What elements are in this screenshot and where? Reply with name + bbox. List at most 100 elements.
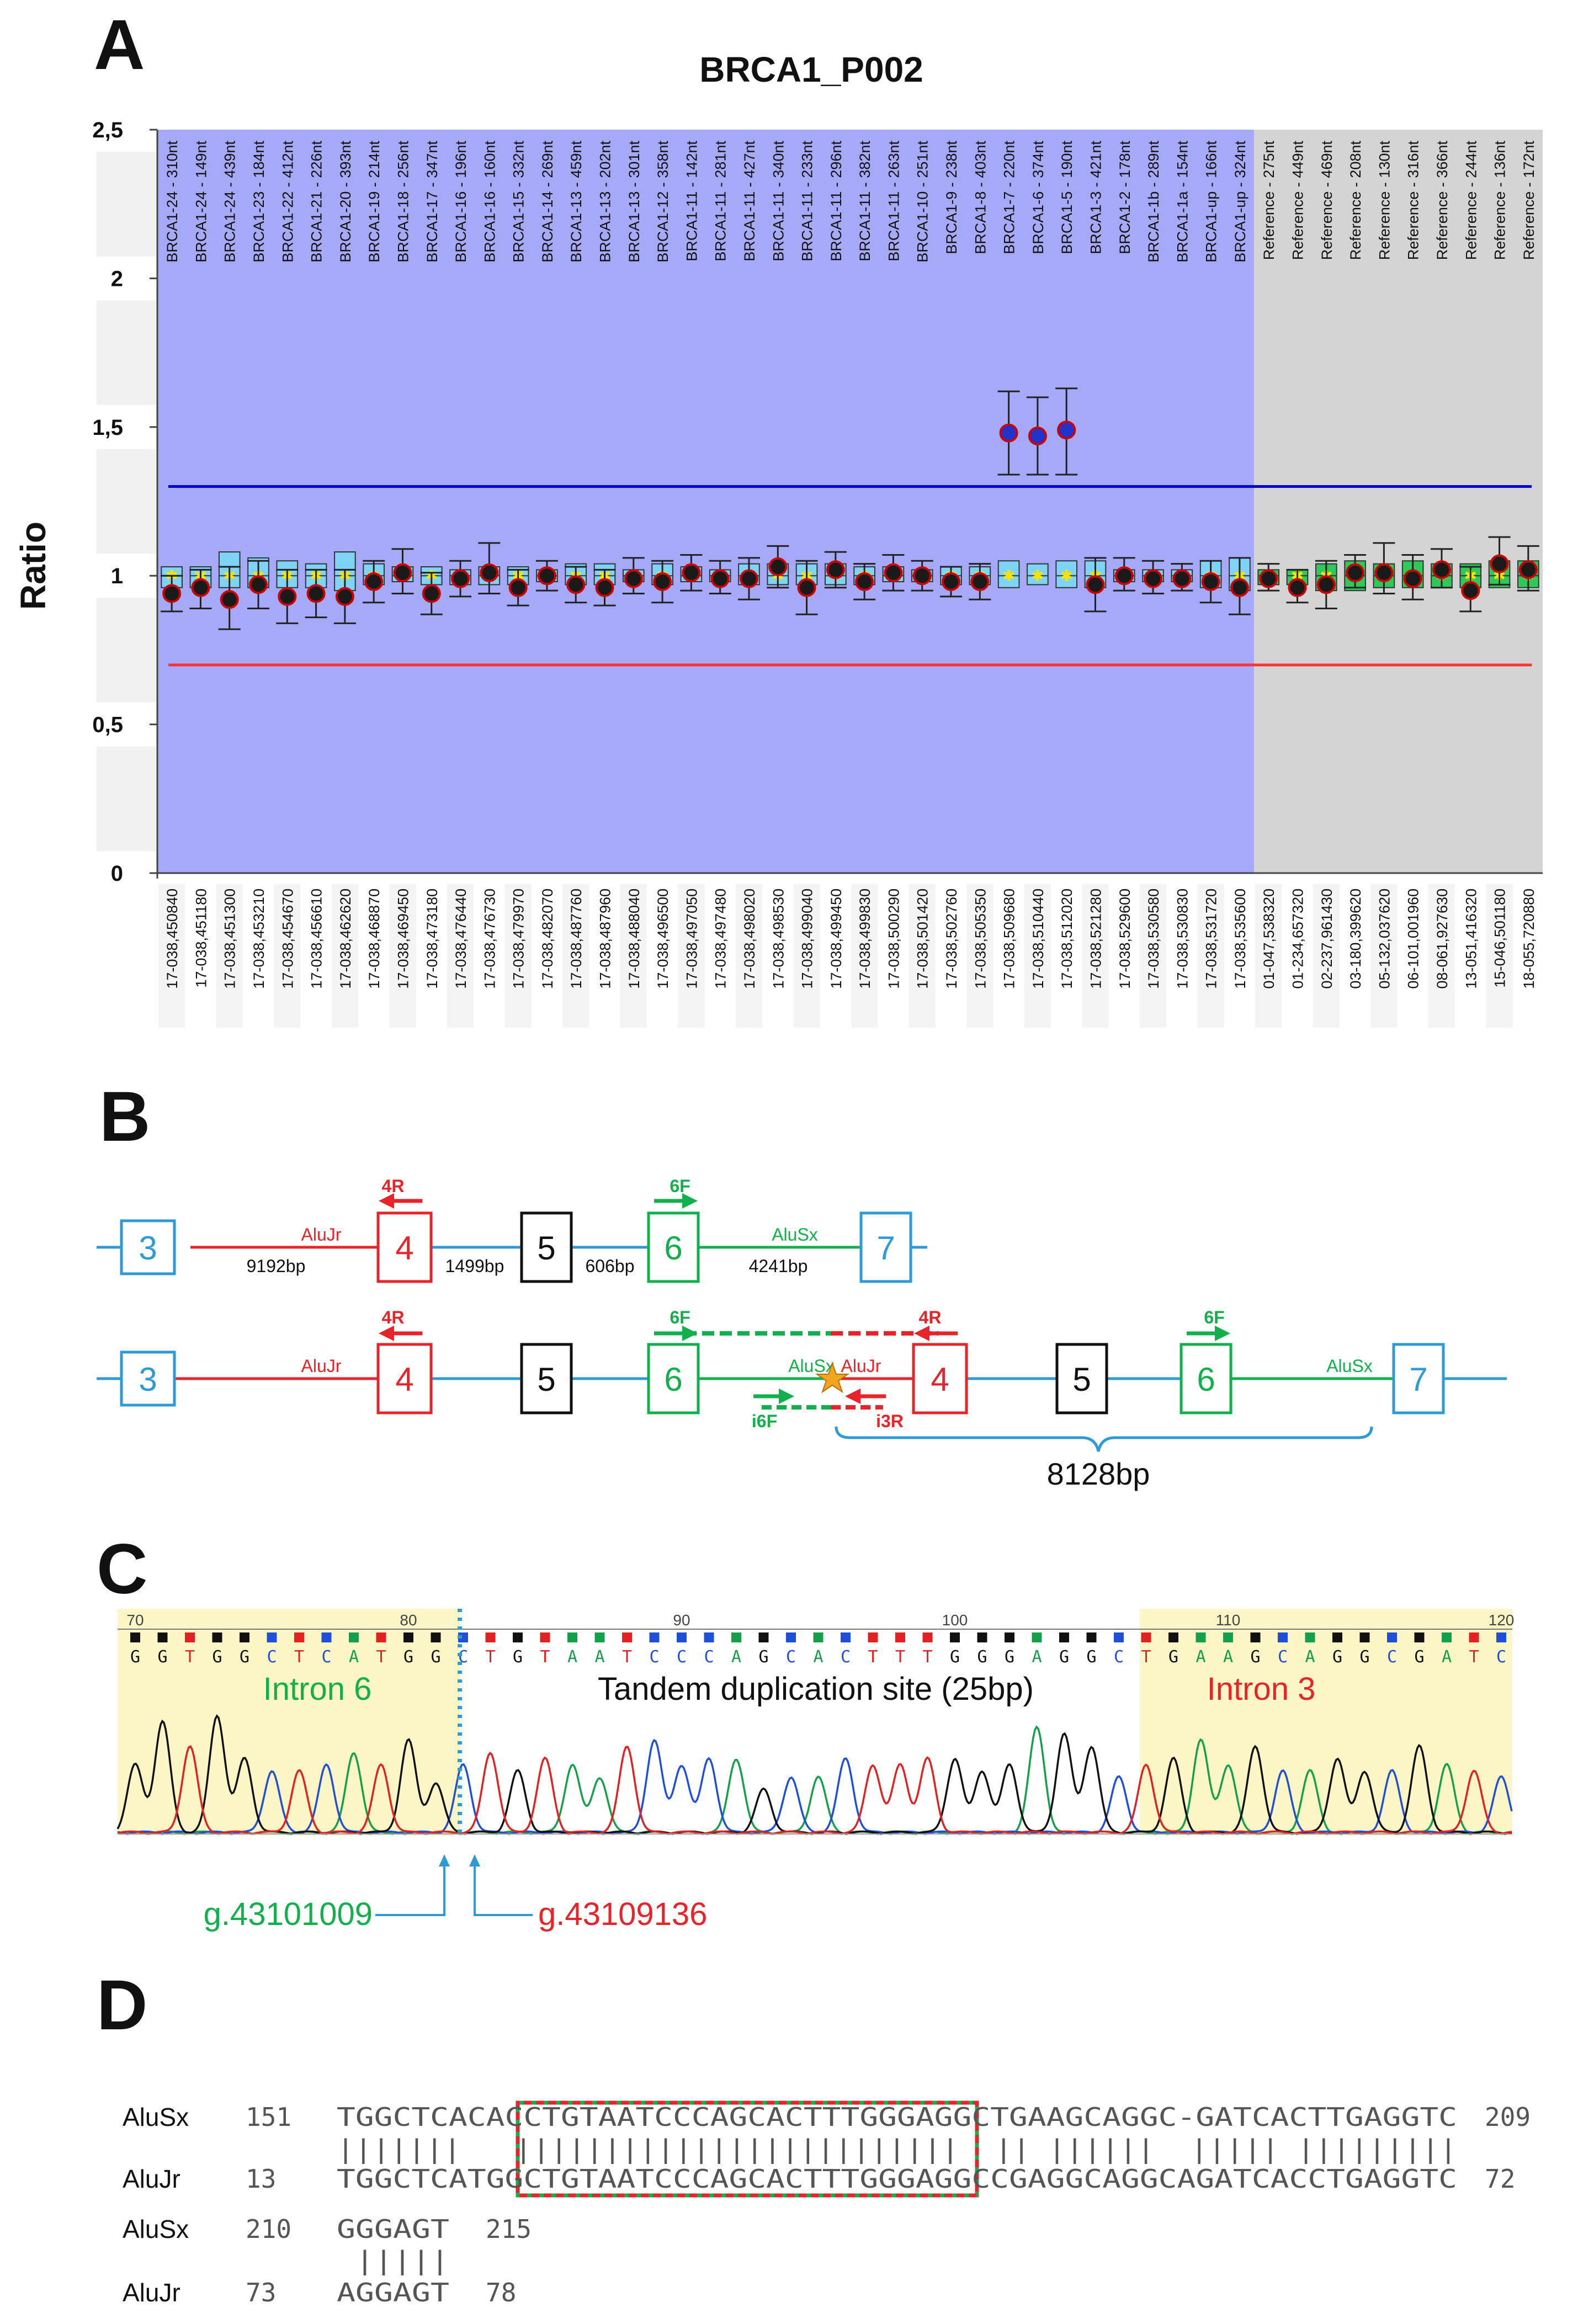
probe-label: BRCA1-11 - 281nt — [713, 141, 729, 262]
position-tick: 70 — [126, 1612, 144, 1629]
position-label: 17-038,451300 — [222, 889, 238, 989]
box-star-icon: ✱ — [1032, 567, 1044, 584]
data-point — [537, 566, 556, 586]
probe-label: Reference - 449nt — [1290, 141, 1306, 260]
position-label: 17-038,502760 — [943, 889, 960, 989]
base-call: T — [1141, 1647, 1151, 1667]
position-cell — [1515, 884, 1542, 1028]
span-label: 8128bp — [1047, 1456, 1150, 1491]
base-call: G — [1005, 1647, 1014, 1667]
data-point — [739, 569, 758, 588]
base-call: T — [540, 1647, 550, 1667]
data-point — [191, 578, 210, 597]
seq-end: 78 — [486, 2278, 516, 2307]
data-point — [653, 572, 672, 591]
position-cell — [504, 884, 532, 1028]
exon-7-box — [859, 1211, 912, 1283]
base-call: A — [1032, 1647, 1042, 1667]
exon-5-label: 5 — [537, 1361, 555, 1398]
data-point — [999, 423, 1018, 443]
position-label: 17-038,509680 — [1001, 889, 1018, 989]
ytick-band — [97, 300, 156, 405]
position-label: 17-038,505350 — [972, 889, 989, 989]
position-label: 17-038,496500 — [655, 889, 671, 989]
seq-end: 72 — [1485, 2164, 1515, 2194]
probe-label: BRCA1-10 - 251nt — [915, 141, 931, 263]
probe-label: BRCA1-11 - 340nt — [770, 141, 787, 262]
base-marker — [1442, 1632, 1452, 1642]
probe-label: BRCA1-6 - 374nt — [1030, 141, 1046, 254]
left-breakpoint-coord: g.43101009 — [204, 1896, 373, 1932]
position-cell — [1341, 884, 1369, 1028]
exon-7-label: 7 — [1409, 1361, 1427, 1398]
data-point — [1288, 578, 1307, 597]
position-cell — [562, 884, 589, 1028]
position-label: 15-046,501180 — [1492, 889, 1508, 988]
seq-name-alusx: AluSx — [123, 2215, 189, 2243]
distance-label: 9192bp — [247, 1256, 306, 1276]
seq-text-alusx: GGGAGT — [337, 2214, 449, 2244]
position-label: 08-061,927630 — [1434, 889, 1451, 989]
exon-6-box — [647, 1211, 700, 1283]
left-coord-pointer — [375, 1859, 445, 1916]
probe-label: BRCA1-16 - 160nt — [481, 141, 498, 263]
primer-i3r-label: i3R — [876, 1411, 904, 1431]
base-call: G — [1414, 1647, 1424, 1667]
match-line: ||||||| ||||||||||||||||||||||||| || |||… — [337, 2134, 1457, 2165]
position-label: 17-038,450840 — [164, 889, 180, 989]
base-marker — [376, 1632, 386, 1642]
seq-start: 151 — [246, 2102, 291, 2132]
base-marker — [485, 1632, 496, 1642]
probe-box — [997, 560, 1020, 588]
position-cell — [1024, 884, 1051, 1028]
position-cell — [187, 884, 214, 1028]
probe-label: Reference - 172nt — [1521, 141, 1537, 260]
position-cell — [735, 884, 763, 1028]
probe-label: BRCA1-12 - 358nt — [655, 141, 671, 263]
seq-name-alujr: AluJr — [123, 2165, 180, 2193]
probe-label: BRCA1-11 - 233nt — [799, 141, 816, 262]
exon-6-dup-box — [1179, 1343, 1232, 1414]
base-call: A — [594, 1647, 604, 1667]
data-point — [220, 590, 239, 609]
intron6-label: Intron 6 — [263, 1671, 372, 1707]
position-label: 17-038,462620 — [337, 889, 354, 989]
exon-4-dup-label: 4 — [931, 1361, 949, 1398]
base-marker — [185, 1632, 195, 1642]
seq-text-alujr: AGGAGT — [337, 2278, 449, 2307]
span-brace — [835, 1426, 1373, 1452]
repeat-alujr-label: AluJr — [301, 1225, 342, 1245]
position-label: 17-038,497050 — [683, 889, 700, 989]
base-marker — [1005, 1632, 1014, 1642]
base-call: G — [1168, 1647, 1178, 1667]
position-cell — [1197, 884, 1224, 1028]
probe-label: BRCA1-up - 324nt — [1232, 141, 1248, 263]
base-marker — [513, 1632, 523, 1642]
probe-label: BRCA1-1b - 289nt — [1145, 141, 1162, 263]
position-label: 17-038,512020 — [1059, 889, 1075, 989]
probe-label: BRCA1-1a - 154nt — [1174, 141, 1191, 263]
data-point — [1259, 569, 1278, 588]
seq-text-alujr: TGGCTCATGGCTGTAATCCCAGCACTTTGGGAGGCCGAGG… — [337, 2164, 1457, 2194]
position-cell — [1370, 884, 1398, 1028]
base-call: G — [431, 1647, 440, 1667]
base-marker — [240, 1632, 249, 1642]
exon-6-box — [647, 1343, 700, 1414]
base-call: G — [1250, 1647, 1260, 1667]
exon-6-label: 6 — [664, 1230, 682, 1267]
panel-d-letter: D — [97, 1966, 148, 2045]
base-marker — [1196, 1632, 1206, 1642]
base-call: C — [649, 1647, 659, 1667]
base-marker — [1359, 1632, 1370, 1642]
data-point — [855, 572, 874, 591]
position-label: 17-038,530830 — [1174, 889, 1191, 989]
position-label: 17-038,535600 — [1232, 889, 1248, 989]
position-label: 17-038,479970 — [511, 889, 527, 989]
y-tick-label: 1,5 — [92, 416, 123, 440]
y-tick-label: 0,5 — [92, 713, 123, 737]
repeat-alujr-label: AluJr — [301, 1356, 342, 1376]
sample-background — [157, 130, 1255, 873]
position-label: 17-038,510440 — [1030, 889, 1046, 989]
position-label: 17-038,487760 — [568, 889, 585, 989]
probe-label: Reference - 316nt — [1405, 141, 1422, 260]
